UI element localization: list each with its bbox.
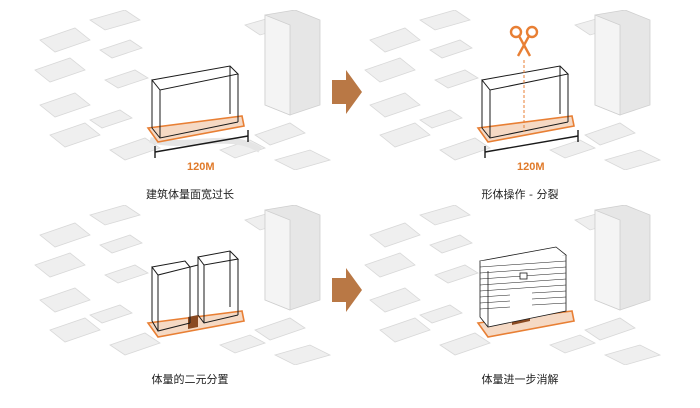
context-map: 120M <box>34 10 332 170</box>
panel-split-operation: 120M <box>360 10 670 170</box>
panel-dual-mass <box>30 205 340 365</box>
tower-block <box>594 10 651 116</box>
site-boundary <box>476 115 575 143</box>
floor-lines <box>479 260 567 310</box>
context-map <box>364 205 662 365</box>
tower-block <box>264 10 321 116</box>
dimension-label: 120M <box>517 161 545 170</box>
opening <box>519 272 528 280</box>
building-mass <box>151 65 240 139</box>
building-mass <box>481 65 570 139</box>
caption-top-left: 建筑体量面宽过长 <box>146 188 234 201</box>
tower-block <box>264 205 321 311</box>
dimension-label: 120M <box>187 161 215 170</box>
dimension-line <box>154 130 249 158</box>
right-arrow-icon <box>332 70 362 114</box>
context-map: 120M <box>364 10 662 170</box>
context-map <box>34 205 332 365</box>
building-mass-right <box>197 250 240 324</box>
tower-block <box>594 205 651 311</box>
caption-bottom-right: 体量进一步消解 <box>481 373 559 386</box>
scissors-icon <box>509 25 539 57</box>
caption-top-right: 形体操作 - 分裂 <box>481 188 559 201</box>
layered-mass <box>479 246 567 328</box>
caption-bottom-left: 体量的二元分置 <box>151 373 229 386</box>
context-buildings <box>364 10 662 170</box>
panel-dissolution <box>360 205 670 365</box>
panel-long-facade: 120M <box>30 10 340 170</box>
right-arrow-icon <box>332 268 362 312</box>
dimension-line <box>484 130 579 158</box>
